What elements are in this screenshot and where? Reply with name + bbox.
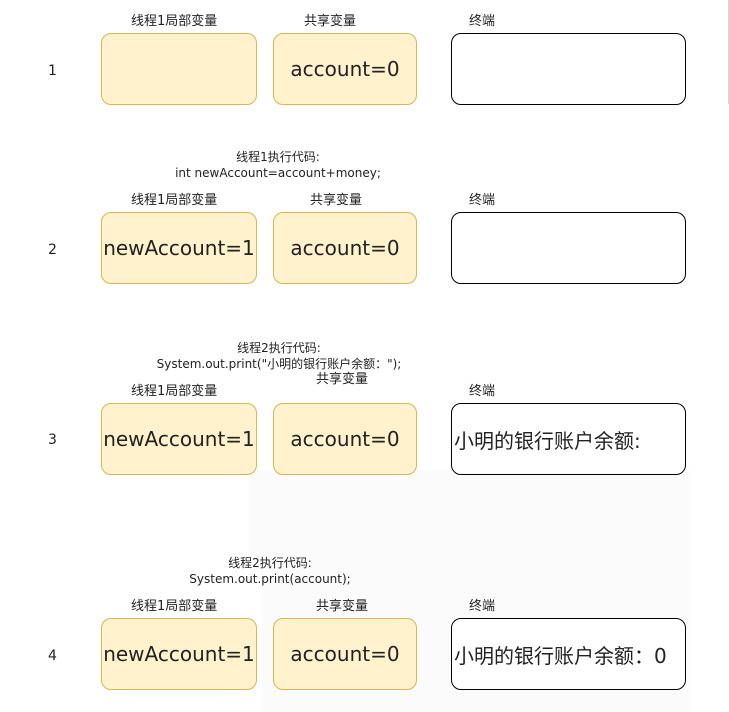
header-terminal: 终端 [469, 193, 496, 208]
local-variable-box: newAccount=1 [101, 212, 257, 284]
step-number: 4 [48, 648, 57, 664]
header-shared: 共享变量 [316, 599, 369, 614]
header-shared: 共享变量 [304, 14, 357, 29]
code-title: 线程2执行代码: [237, 341, 321, 355]
terminal-box [451, 212, 686, 284]
local-variable-box [101, 33, 257, 105]
terminal-box [451, 33, 686, 105]
local-variable-box: newAccount=1 [101, 618, 257, 690]
step-number: 3 [48, 432, 57, 448]
code-line: System.out.print("小明的银行账户余额："); [156, 357, 402, 371]
header-local: 线程1局部变量 [131, 599, 218, 614]
terminal-box: 小明的银行账户余额: [451, 403, 686, 475]
header-terminal: 终端 [469, 384, 496, 399]
code-title: 线程1执行代码: [236, 150, 320, 164]
header-shared: 共享变量 [316, 372, 369, 387]
header-terminal: 终端 [469, 599, 496, 614]
shared-variable-box: account=0 [273, 212, 417, 284]
header-shared: 共享变量 [310, 193, 363, 208]
step-number: 1 [48, 63, 57, 79]
shared-variable-box: account=0 [273, 618, 417, 690]
code-line: int newAccount=account+money; [175, 166, 381, 180]
code-title: 线程2执行代码: [228, 556, 312, 570]
header-terminal: 终端 [469, 14, 496, 29]
code-line: System.out.print(account); [189, 572, 351, 586]
header-local: 线程1局部变量 [131, 384, 218, 399]
terminal-box: 小明的银行账户余额：0 [451, 618, 686, 690]
local-variable-box: newAccount=1 [101, 403, 257, 475]
shared-variable-box: account=0 [273, 33, 417, 105]
shared-variable-box: account=0 [273, 403, 417, 475]
background-shade-upper [250, 470, 690, 560]
header-local: 线程1局部变量 [131, 14, 218, 29]
header-local: 线程1局部变量 [131, 193, 218, 208]
step-number: 2 [48, 242, 57, 258]
